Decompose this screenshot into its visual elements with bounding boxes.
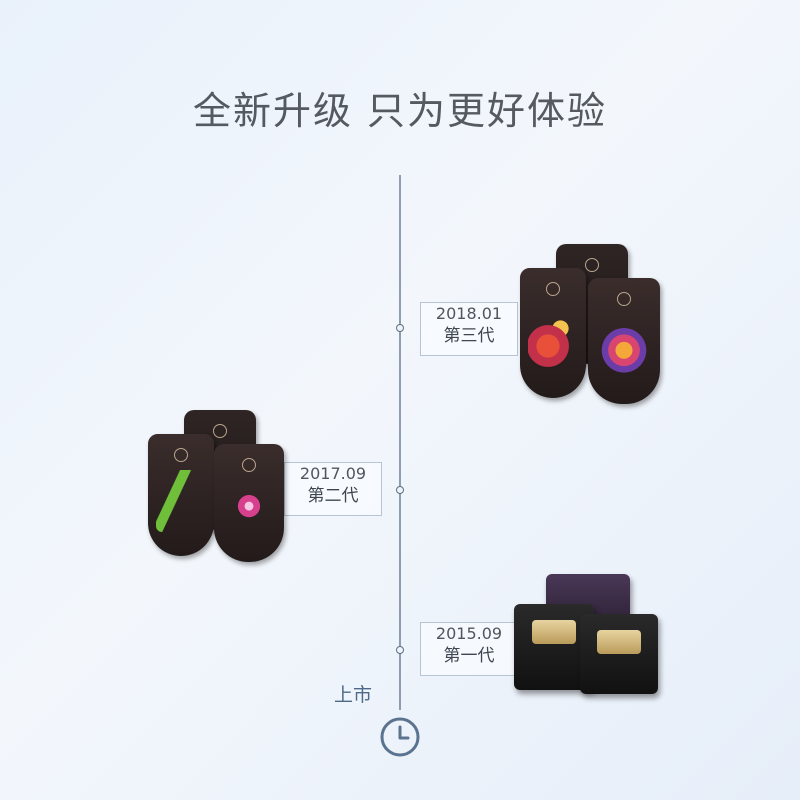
timeline-node-gen3 <box>396 324 404 332</box>
timeline-label-gen2: 2017.09 第二代 <box>284 462 382 516</box>
timeline-label-gen3: 2018.01 第三代 <box>420 302 518 356</box>
timeline-node-gen2 <box>396 486 404 494</box>
launch-label: 上市 <box>334 684 373 706</box>
clock-icon <box>380 717 420 757</box>
gen2-name: 第二代 <box>307 486 359 506</box>
gen3-name: 第三代 <box>443 326 495 346</box>
gen1-date: 2015.09 <box>435 624 503 643</box>
page-title: 全新升级 只为更好体验 <box>192 89 608 133</box>
timeline-node-gen1 <box>396 646 404 654</box>
timeline-axis <box>399 175 401 710</box>
gen2-date: 2017.09 <box>299 464 367 483</box>
gen3-date: 2018.01 <box>435 304 503 323</box>
timeline-label-gen1: 2015.09 第一代 <box>420 622 518 676</box>
gen1-name: 第一代 <box>443 646 495 666</box>
